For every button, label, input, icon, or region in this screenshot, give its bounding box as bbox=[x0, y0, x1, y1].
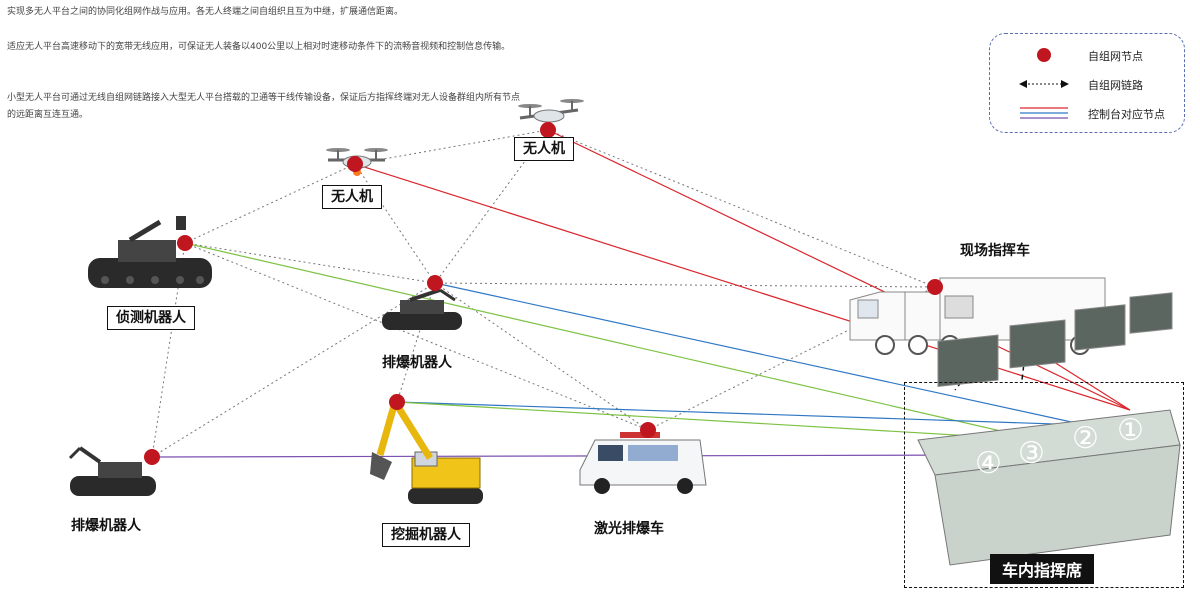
legend-row-link: 自组网链路 bbox=[990, 75, 1184, 93]
legend: 自组网节点 自组网链路 控制台对应节点 bbox=[989, 33, 1185, 133]
legend-console-icon bbox=[1020, 107, 1068, 119]
node-drone-right bbox=[540, 122, 556, 138]
console-number-2: ② bbox=[1072, 421, 1099, 456]
recon-robot-icon bbox=[88, 216, 212, 288]
description-paragraph-2: 适应无人平台高速移动下的宽带无线应用，可保证无人装备以400公里以上相对时速移动… bbox=[7, 42, 511, 52]
description-paragraph-1: 实现多无人平台之间的协同化组网作战与应用。各无人终端之间自组织且互为中继，扩展通… bbox=[7, 7, 404, 17]
label-field-command-vehicle: 现场指挥车 bbox=[960, 243, 1030, 259]
eod-robot-mid-icon bbox=[382, 288, 462, 330]
red-link bbox=[547, 129, 1131, 411]
label-excavator-robot: 挖掘机器人 bbox=[382, 523, 470, 547]
mesh-link bbox=[547, 129, 936, 288]
mesh-link bbox=[434, 282, 649, 431]
console-links bbox=[151, 129, 1131, 458]
legend-link-label: 自组网链路 bbox=[1088, 79, 1143, 92]
green-link bbox=[396, 401, 1041, 441]
command-console-icon bbox=[917, 292, 1181, 566]
mesh-link bbox=[434, 282, 936, 288]
label-in-vehicle-command-seat: 车内指挥席 bbox=[990, 554, 1095, 584]
blue-link bbox=[396, 401, 1086, 426]
laser-eod-vehicle-icon bbox=[579, 432, 707, 494]
node-field-command-vehicle bbox=[927, 279, 943, 295]
description-paragraph-3: 小型无人平台可通过无线自组网链路接入大型无人平台搭载的卫通等干线传输设备，保证后… bbox=[7, 93, 521, 120]
mesh-link bbox=[184, 163, 356, 244]
legend-row-node: 自组网节点 bbox=[990, 46, 1184, 64]
mesh-link bbox=[151, 282, 436, 458]
legend-link-icon bbox=[1019, 80, 1069, 88]
legend-node-label: 自组网节点 bbox=[1088, 50, 1143, 63]
blue-link bbox=[434, 282, 1086, 426]
mesh-link bbox=[184, 242, 649, 431]
node-drone-left bbox=[347, 156, 363, 172]
node-laser-eod-vehicle bbox=[640, 422, 656, 438]
excavator-icon bbox=[370, 393, 483, 504]
node-excavator-robot bbox=[389, 394, 405, 410]
mesh-links bbox=[151, 129, 936, 458]
in-vehicle-command-box bbox=[904, 382, 1184, 588]
label-laser-eod-vehicle: 激光排爆车 bbox=[594, 521, 664, 537]
label-recon-robot: 侦测机器人 bbox=[107, 306, 195, 330]
console-number-4: ④ bbox=[975, 446, 1002, 481]
purple-link bbox=[151, 454, 991, 458]
mesh-link bbox=[184, 242, 436, 284]
node-eod-robot-mid bbox=[427, 275, 443, 291]
label-eod-robot-mid: 排爆机器人 bbox=[382, 355, 452, 371]
legend-row-console: 控制台对应节点 bbox=[990, 104, 1184, 122]
node-eod-robot-left bbox=[144, 449, 160, 465]
label-eod-robot-left: 排爆机器人 bbox=[71, 518, 141, 534]
node-recon-robot bbox=[177, 235, 193, 251]
label-drone-left: 无人机 bbox=[322, 185, 382, 209]
console-number-1: ① bbox=[1117, 413, 1144, 448]
label-drone-right: 无人机 bbox=[514, 137, 574, 161]
legend-console-label: 控制台对应节点 bbox=[1088, 108, 1165, 121]
green-link bbox=[184, 242, 1041, 441]
mesh-link bbox=[647, 286, 936, 431]
legend-node-icon bbox=[1037, 48, 1051, 62]
mesh-link bbox=[354, 163, 436, 284]
eod-robot-left-icon bbox=[68, 446, 156, 496]
red-link bbox=[354, 163, 1131, 411]
network-nodes bbox=[144, 122, 943, 465]
console-number-3: ③ bbox=[1018, 436, 1045, 471]
